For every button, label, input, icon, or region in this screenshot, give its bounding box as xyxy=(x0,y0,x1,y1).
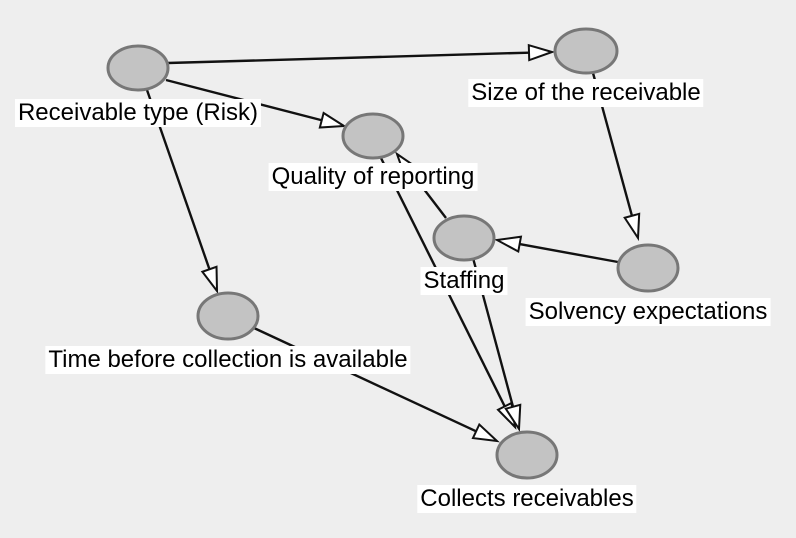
edge-time-before-collection-to-collects-receivables[interactable] xyxy=(253,326,500,443)
edge-arrowhead xyxy=(318,111,348,129)
node-size-of-receivable[interactable] xyxy=(553,27,619,75)
node-solvency-expectations[interactable] xyxy=(616,243,680,293)
node-label-staffing[interactable]: Staffing xyxy=(420,267,508,295)
edge-line[interactable] xyxy=(253,326,477,433)
node-label-quality-of-reporting[interactable]: Quality of reporting xyxy=(268,163,478,191)
edge-arrowhead xyxy=(200,265,219,295)
node-staffing[interactable] xyxy=(432,214,496,262)
edge-arrowhead xyxy=(527,43,556,62)
edge-arrowhead xyxy=(504,403,522,433)
node-time-before-collection[interactable] xyxy=(196,291,260,341)
node-label-collects-receivables[interactable]: Collects receivables xyxy=(417,485,637,513)
edge-solvency-expectations-to-staffing[interactable] xyxy=(493,235,619,264)
node-label-time-before-collection[interactable]: Time before collection is available xyxy=(45,346,411,374)
node-label-size-of-receivable[interactable]: Size of the receivable xyxy=(468,79,704,107)
edge-arrowhead xyxy=(493,235,523,254)
edge-arrowhead xyxy=(623,212,641,242)
edge-line[interactable] xyxy=(519,242,619,264)
edge-line[interactable] xyxy=(167,51,530,65)
node-receivable-type[interactable] xyxy=(106,44,170,92)
edge-arrowhead xyxy=(471,422,500,443)
node-label-receivable-type[interactable]: Receivable type (Risk) xyxy=(14,99,262,127)
node-quality-of-reporting[interactable] xyxy=(341,112,405,160)
node-collects-receivables[interactable] xyxy=(495,430,559,480)
node-label-solvency-expectations[interactable]: Solvency expectations xyxy=(525,298,771,326)
edge-receivable-type-to-size-of-receivable[interactable] xyxy=(167,43,556,65)
